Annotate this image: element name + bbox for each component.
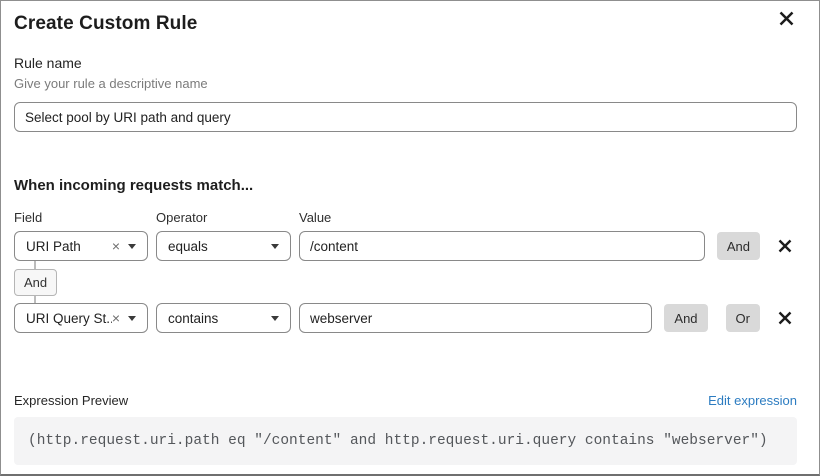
or-button[interactable]: Or	[725, 304, 760, 332]
value-column-label: Value	[299, 210, 332, 225]
clear-icon[interactable]: ×	[111, 238, 120, 254]
chevron-down-icon	[128, 243, 136, 249]
field-select-value: URI Query St...	[26, 310, 112, 326]
operator-select-value: equals	[168, 238, 208, 254]
expression-preview-header: Expression Preview Edit expression	[14, 393, 797, 408]
condition-row: URI Query St... × contains And Or	[14, 303, 797, 333]
remove-condition-button[interactable]	[773, 234, 797, 258]
operator-select[interactable]: equals	[156, 231, 291, 261]
chevron-down-icon	[128, 315, 136, 321]
operator-select-value: contains	[168, 310, 219, 326]
and-connector-badge[interactable]: And	[14, 268, 58, 296]
condition-column-labels: Field Operator Value	[14, 210, 797, 225]
field-select-value: URI Path	[26, 238, 81, 254]
chevron-down-icon	[271, 243, 279, 249]
remove-condition-icon	[778, 239, 792, 253]
condition-connector: And	[14, 261, 797, 303]
expression-code-block: (http.request.uri.path eq "/content" and…	[14, 417, 797, 465]
remove-condition-icon	[778, 311, 792, 325]
remove-condition-button[interactable]	[773, 306, 797, 330]
dialog-title: Create Custom Rule	[14, 13, 198, 34]
expression-code: (http.request.uri.path eq "/content" and…	[28, 433, 768, 449]
rule-name-input[interactable]	[14, 102, 797, 132]
field-select[interactable]: URI Path ×	[14, 231, 148, 261]
and-button[interactable]: And	[664, 304, 708, 332]
and-button[interactable]: And	[716, 232, 760, 260]
field-column-label: Field	[14, 210, 43, 225]
chevron-down-icon	[271, 315, 279, 321]
close-button[interactable]	[775, 7, 797, 29]
match-section-heading: When incoming requests match...	[14, 177, 254, 194]
rule-name-helper: Give your rule a descriptive name	[14, 76, 208, 91]
close-icon	[779, 11, 793, 25]
field-select[interactable]: URI Query St... ×	[14, 303, 148, 333]
edit-expression-link[interactable]: Edit expression	[708, 393, 797, 408]
clear-icon[interactable]: ×	[111, 310, 120, 326]
value-input[interactable]	[299, 231, 705, 261]
condition-row: URI Path × equals And	[14, 231, 797, 261]
expression-preview-label: Expression Preview	[14, 393, 129, 408]
operator-select[interactable]: contains	[156, 303, 291, 333]
rule-name-label: Rule name	[14, 55, 82, 71]
value-input[interactable]	[299, 303, 653, 333]
operator-column-label: Operator	[156, 210, 208, 225]
